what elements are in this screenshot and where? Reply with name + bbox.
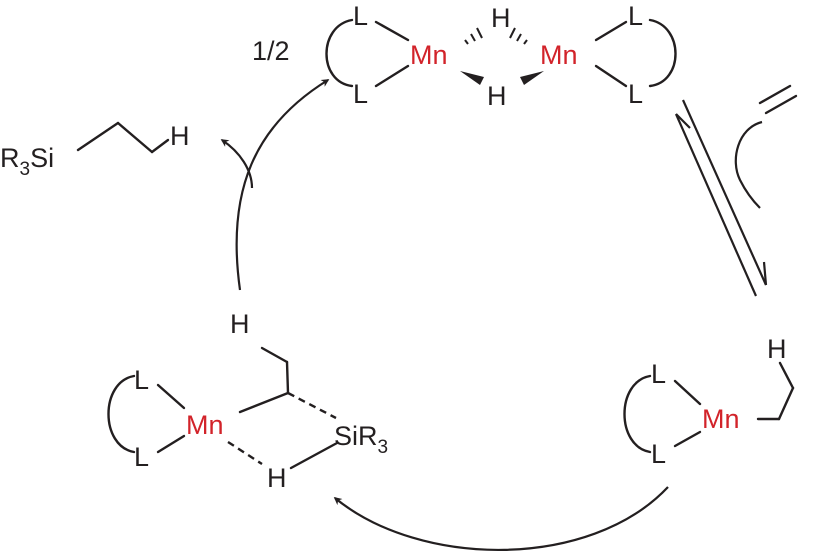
ts-chelate-arc [107,374,136,454]
alkyl-metal: Mn [702,404,740,434]
ts-ligand-top: L [134,365,149,395]
ts-ligand-bottom: L [134,442,149,472]
ts-bond-mn-c [238,391,290,414]
sigma-bond-metathesis-transition-state: L L Mn H SiR3 H [107,309,388,493]
product-hydrogen: H [170,121,190,151]
ethylene-entry-arrow [734,120,763,209]
equilibrium-arrows [674,99,768,297]
dimer-hashed-wedge-right [509,27,528,45]
alkyl-ligand-top: L [651,359,666,389]
dimer-ligand-bottom-right: L [628,79,643,109]
dimer-bond-mn2-l4 [594,64,628,88]
product-bond-si-c1 [76,121,120,152]
ts-bond-l2-mn [156,434,186,454]
alkyl-chelate-arc [623,374,652,454]
mn-alkyl-complex: L L Mn H [623,334,795,469]
alkyl-ligand-bottom: L [651,439,666,469]
ts-bond-h-si [289,441,339,470]
ts-bond-c-ch2 [285,360,290,395]
ts-bond-l1-mn [156,383,186,410]
dimer-right-chelate-arc [648,18,677,88]
dimer-metal-left: Mn [410,40,448,70]
ts-partial-bond-mn-h [227,440,263,466]
dimer-coefficient: 1/2 [252,36,290,66]
dimer-bond-l2-mn1 [374,64,410,88]
dimer-bond-mn2-l3 [594,20,628,42]
dimer-metal-right: Mn [540,40,578,70]
product-release-arrow [220,139,254,189]
dimer-hashed-wedge-left [464,27,483,45]
hydrosilylation-product: R3Si H [0,121,190,180]
dimer-ligand-bottom-left: L [353,79,368,109]
alkyl-bond-l1-mn [673,379,702,406]
left-cycle-arrow [235,79,330,291]
ts-silyl: SiR3 [334,421,388,458]
bottom-cycle-arrow [333,486,669,551]
dimer-ligand-top-right: L [628,1,643,31]
ts-partial-bond-c-si [287,391,337,420]
dimer-left-chelate-arc [325,18,354,88]
dimer-hydride-bottom: H [487,81,507,111]
dimer-solid-wedge-right [520,71,544,85]
ts-metal: Mn [186,410,224,440]
alkyl-bond-l2-mn [673,430,702,448]
product-bond-c1-c2 [116,121,154,154]
mn-hydride-dimer: 1/2 L L Mn H H Mn L L [252,1,677,111]
alkyl-hydrogen: H [767,334,787,364]
ts-hydrogen-bottom: H [267,463,287,493]
dimer-ligand-top-left: L [353,1,368,31]
ts-hydrogen-top: H [230,309,250,339]
alkyl-bond-c2-h [778,361,795,390]
dimer-hydride-top: H [491,3,511,33]
dimer-bond-l1-mn1 [374,20,410,42]
product-silyl-label: R3Si [0,143,54,180]
dimer-solid-wedge-left [460,71,484,85]
product-bond-c2-h [150,138,170,154]
ts-bond-ch2-h [260,346,289,364]
ethylene [758,84,798,115]
alkyl-bond-c1-c2 [777,386,795,421]
